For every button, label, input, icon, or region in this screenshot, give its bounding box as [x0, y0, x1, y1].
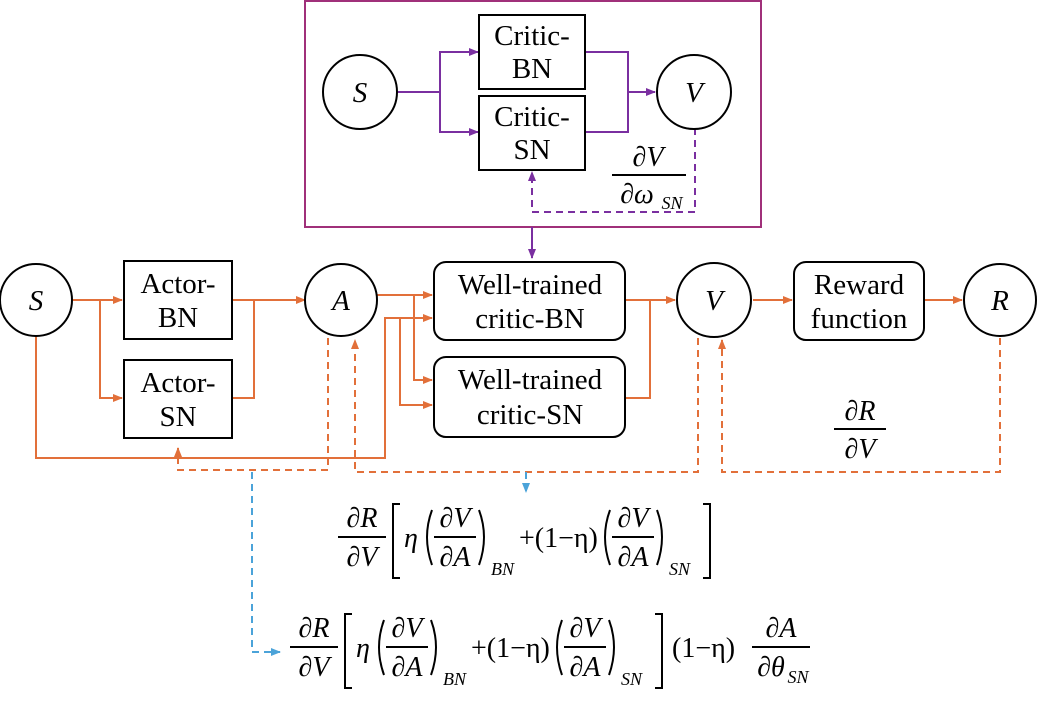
critic-bn-label-2: BN — [512, 53, 552, 85]
svg-text:η: η — [356, 633, 370, 664]
critic-state-node — [322, 54, 398, 130]
value-label: V — [705, 285, 726, 317]
actor-sn-block — [123, 359, 233, 439]
well-trained-critic-bn-block — [433, 261, 626, 341]
reward-label: R — [990, 285, 1009, 317]
svg-text:SN: SN — [621, 669, 643, 689]
svg-text:BN: BN — [491, 559, 515, 579]
svg-text:+(1−η): +(1−η) — [519, 523, 598, 554]
svg-text:η: η — [404, 523, 418, 554]
action-gradient-formula: ∂R ∂V η ∂V ∂A BN +(1−η) ∂V ∂A SN — [338, 503, 711, 579]
svg-text:(1−η): (1−η) — [672, 633, 735, 664]
svg-text:∂V: ∂V — [440, 503, 474, 534]
svg-text:∂V: ∂V — [299, 652, 333, 683]
svg-text:∂V: ∂V — [392, 613, 426, 644]
critic-value-node — [656, 54, 732, 130]
well-trained-critic-sn-label-2: critic-SN — [477, 399, 583, 431]
well-trained-critic-sn-block — [433, 356, 626, 438]
svg-text:∂V: ∂V — [633, 142, 667, 173]
svg-text:SN: SN — [787, 667, 809, 687]
well-trained-critic-sn-label-1: Well-trained — [458, 364, 603, 396]
reward-node — [963, 263, 1037, 337]
svg-text:∂V: ∂V — [347, 542, 381, 573]
actor-bn-block — [123, 260, 233, 340]
actor-sn-label-2: SN — [159, 401, 196, 433]
svg-text:∂A: ∂A — [440, 542, 472, 573]
reward-function-block — [793, 261, 925, 341]
actor-sn-label-1: Actor- — [140, 367, 215, 399]
svg-text:∂A: ∂A — [570, 652, 602, 683]
svg-text:+(1−η): +(1−η) — [471, 633, 550, 664]
critic-bn-label-1: Critic- — [494, 20, 570, 52]
svg-text:∂ω: ∂ω — [620, 179, 654, 210]
svg-text:∂R: ∂R — [845, 396, 876, 427]
critic-sn-label-2: SN — [513, 134, 550, 166]
svg-text:∂V: ∂V — [618, 503, 652, 534]
well-trained-critic-bn-label-2: critic-BN — [475, 303, 585, 335]
svg-text:SN: SN — [669, 559, 691, 579]
actor-sn-gradient-formula: ∂R ∂V η ∂V ∂A BN +(1−η) ∂V ∂A SN (1−η) ∂… — [290, 613, 810, 689]
svg-text:BN: BN — [443, 669, 467, 689]
reward-gradient-formula: ∂R ∂V — [834, 396, 886, 465]
svg-text:∂A: ∂A — [766, 613, 798, 644]
actor-state-label: S — [29, 285, 44, 317]
critic-flow-lines — [398, 48, 696, 259]
value-node — [676, 262, 752, 338]
reward-function-label-2: function — [811, 303, 908, 335]
critic-gradient-formula: ∂V ∂ω SN — [612, 142, 686, 213]
gradient-blue-arrows — [251, 472, 530, 656]
actor-state-node — [0, 263, 73, 337]
action-label: A — [330, 285, 350, 317]
reward-function-label-1: Reward — [814, 269, 905, 301]
critic-bn-block — [478, 14, 586, 90]
actor-bn-label-2: BN — [158, 302, 198, 334]
svg-text:∂R: ∂R — [347, 503, 378, 534]
critic-value-label: V — [685, 77, 706, 109]
svg-text:∂A: ∂A — [618, 542, 650, 573]
critic-sn-label-1: Critic- — [494, 101, 570, 133]
svg-text:∂V: ∂V — [570, 613, 604, 644]
svg-text:∂V: ∂V — [845, 434, 879, 465]
svg-text:∂θ: ∂θ — [757, 652, 785, 683]
actor-bn-label-1: Actor- — [140, 268, 215, 300]
well-trained-critic-bn-label-1: Well-trained — [458, 269, 603, 301]
svg-text:∂A: ∂A — [392, 652, 424, 683]
svg-text:∂R: ∂R — [299, 613, 330, 644]
action-node — [304, 263, 378, 337]
critic-state-label: S — [353, 77, 368, 109]
critic-sn-block — [478, 95, 586, 171]
svg-text:SN: SN — [661, 193, 683, 213]
